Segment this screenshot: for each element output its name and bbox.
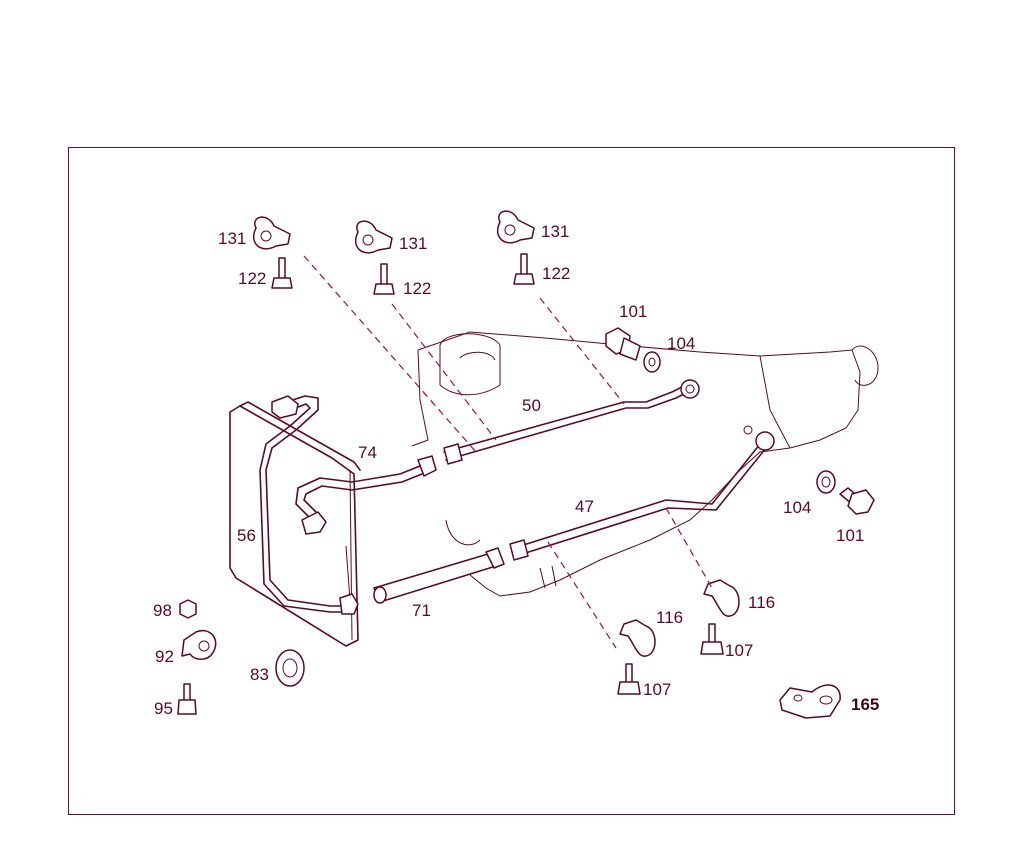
label-131-b: 131 [399,234,427,253]
line-47 [509,425,775,561]
bolt-95 [177,683,197,715]
banjo-bolt-101-a [605,327,641,361]
line-74 [295,455,437,535]
label-71: 71 [412,601,431,620]
label-122-c: 122 [542,264,570,283]
clamp-131-c [497,210,535,244]
clamp-116-a [703,579,740,617]
label-98: 98 [153,601,172,620]
part-labels: 131 122 131 122 131 122 101 104 50 74 56… [153,222,879,718]
label-74: 74 [358,443,377,462]
line-47-nut [509,539,529,561]
label-101-b: 101 [836,526,864,545]
line-50 [443,379,700,465]
clamp-131-b [355,220,393,254]
bolt-122-b [373,263,395,295]
label-95: 95 [154,699,173,718]
line-74-fitting [301,511,327,535]
banjo-bolt-101-b [839,487,875,515]
line-50-nut [443,443,463,465]
label-107-b: 107 [643,680,671,699]
diagram-frame [68,147,955,815]
label-122-a: 122 [238,269,266,288]
line-74-nut [417,455,437,477]
label-56: 56 [237,526,256,545]
label-131-c: 131 [541,222,569,241]
label-116-a: 116 [656,608,683,627]
cooler-lines [259,395,359,615]
washer-104-a [643,351,661,373]
bolt-122-a [271,257,293,289]
clamp-131-a [253,216,291,250]
label-92: 92 [155,647,174,666]
cooler-fitting-top [271,395,299,419]
leader-lines [303,255,713,649]
line-50-banjo [680,379,700,399]
grommet-83 [275,649,305,687]
bracket-165 [779,684,841,719]
label-104-a: 104 [667,334,695,353]
oil-cooler [229,401,361,647]
nut-98 [179,599,197,619]
label-131-a: 131 [218,229,246,248]
label-104-b: 104 [783,498,811,517]
label-83: 83 [250,665,269,684]
washer-104-b [816,470,836,494]
hose-71 [373,547,505,604]
label-116-b: 116 [748,593,775,612]
transmission-housing [411,331,879,597]
label-47: 47 [575,497,594,516]
bolt-122-c [513,253,535,285]
label-101-a: 101 [619,302,647,321]
cooler-fitting-bottom [339,593,359,615]
line-47-banjo [755,431,775,451]
bolt-107-b [617,663,641,695]
label-165: 165 [851,695,879,714]
clamp-116-b [619,619,656,657]
label-122-b: 122 [403,279,431,298]
clamp-92 [181,629,217,660]
label-50: 50 [522,396,541,415]
bolt-107-a [700,623,724,655]
label-107-a: 107 [725,641,753,660]
